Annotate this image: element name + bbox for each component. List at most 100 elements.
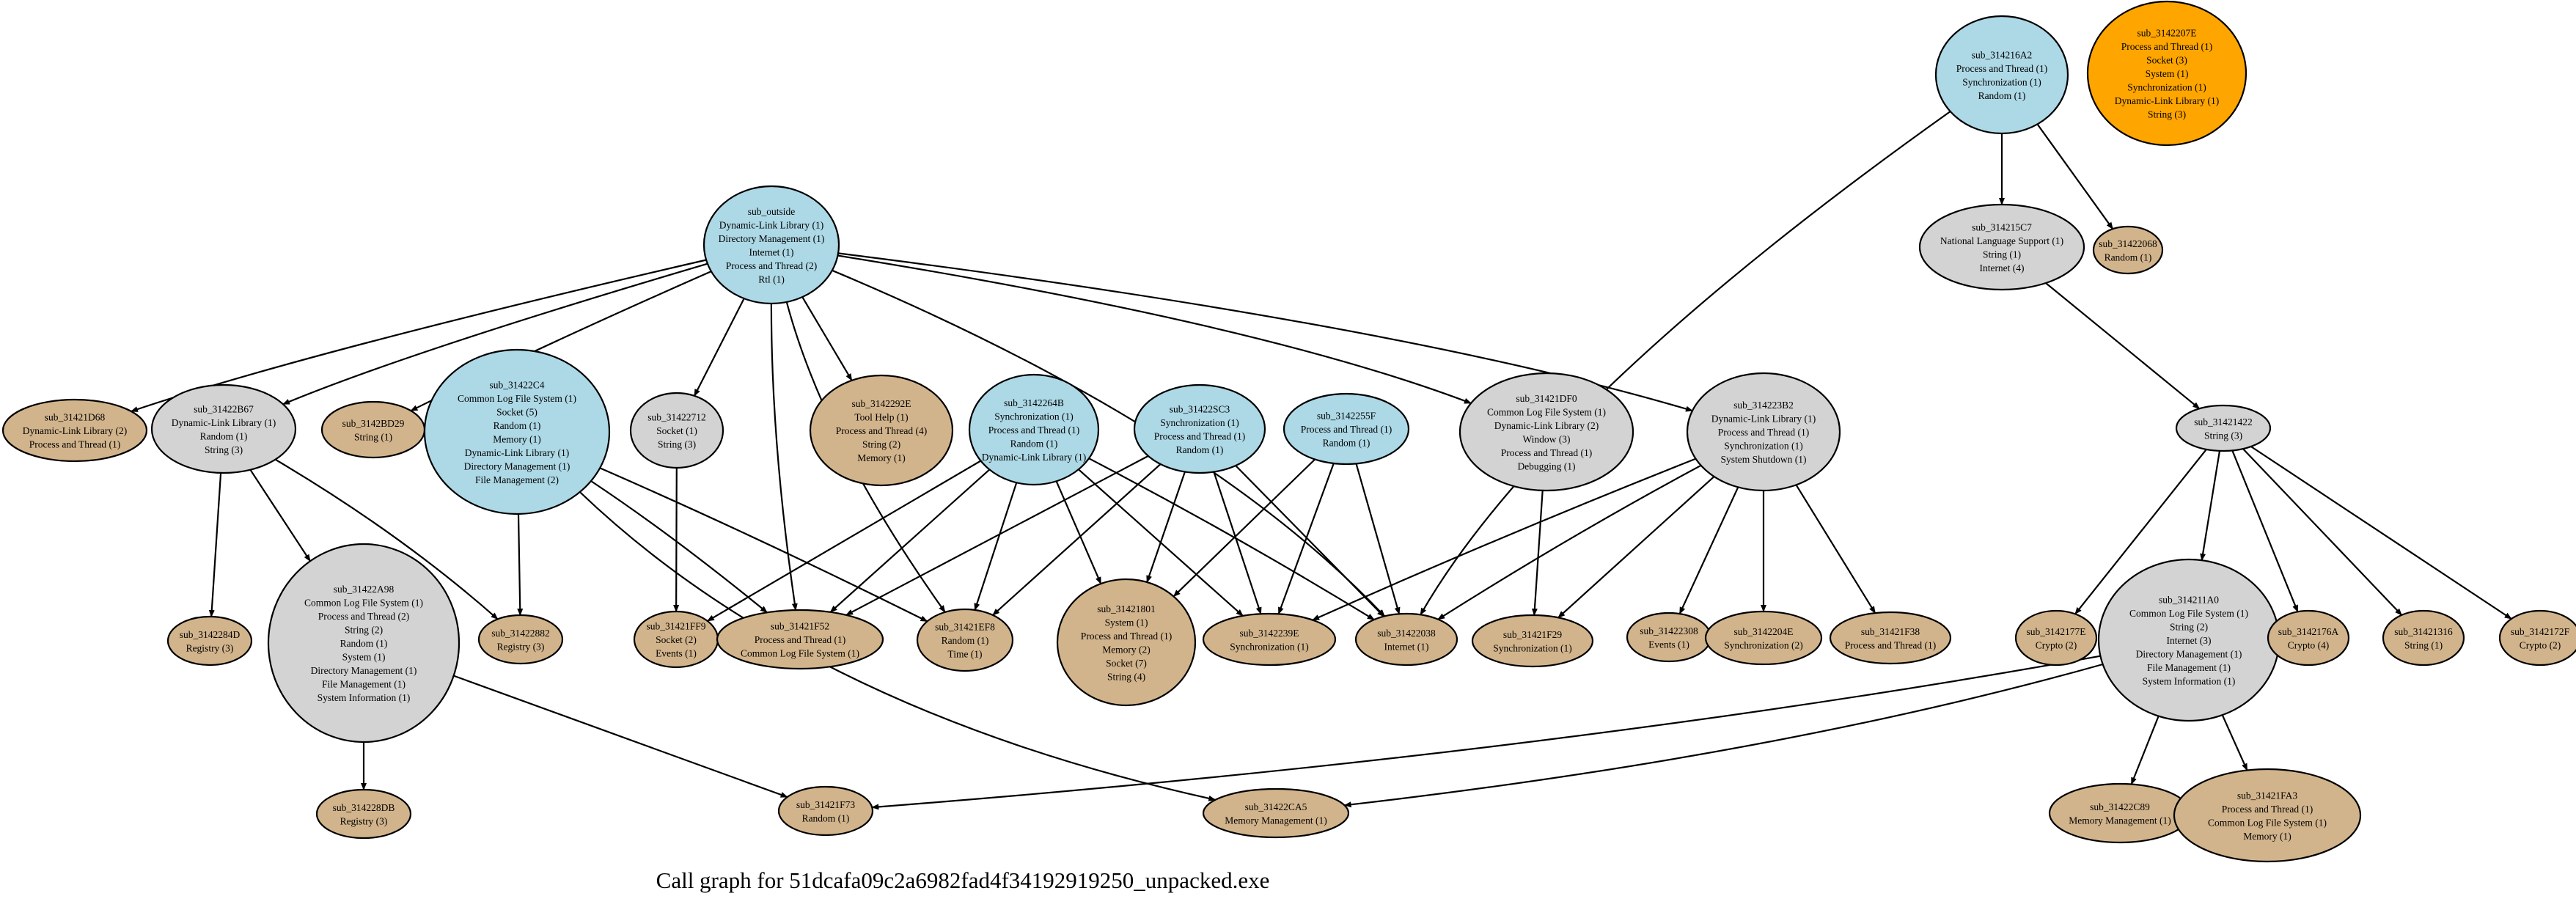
node-api-category: Process and Thread (1) — [1301, 424, 1392, 435]
node-api-category: Internet (1) — [1384, 641, 1428, 652]
node-api-category: Process and Thread (1) — [1956, 63, 2048, 74]
node-function-name: sub_31421F38 — [1861, 626, 1920, 637]
node-api-category: Synchronization (1) — [2127, 82, 2206, 93]
edge-sub_314223B2-to-sub_3142239E — [1312, 458, 1697, 621]
node-function-name: sub_31421316 — [2394, 626, 2453, 637]
edge-sub_314211A0-to-sub_31421F73 — [871, 655, 2101, 810]
node-ellipse — [1133, 383, 1266, 474]
edge-sub_31422C4-to-sub_31421EF8 — [599, 467, 928, 623]
node-api-category: File Management (2) — [475, 474, 559, 485]
node-function-name: sub_314223B2 — [1733, 400, 1794, 411]
node-ellipse — [2498, 609, 2576, 667]
edge-sub_outside-to-sub_31421F52 — [770, 303, 798, 612]
node-ellipse — [1, 398, 148, 463]
node-function-name: sub_31421801 — [1097, 603, 1156, 614]
node-api-category: System (1) — [1105, 617, 1148, 628]
edge-sub_314215C7-to-sub_31421422 — [2045, 282, 2201, 410]
node-api-category: Synchronization (1) — [1230, 641, 1309, 652]
node-api-category: Registry (3) — [186, 642, 234, 653]
node-function-name: sub_31422308 — [1640, 625, 1698, 636]
node-ellipse — [1686, 372, 1841, 492]
node-api-category: Memory (1) — [857, 452, 906, 463]
node-api-category: Directory Management (1) — [311, 665, 417, 676]
node-api-category: Common Log File System (1) — [304, 598, 423, 609]
node-api-category: Socket (2) — [656, 634, 697, 645]
node-api-category: Dynamic-Link Library (2) — [23, 425, 127, 436]
edge-sub_31422C4-to-sub_31421F52 — [590, 480, 768, 614]
node-api-category: Rtl (1) — [758, 273, 785, 284]
node-api-category: Tool Help (1) — [854, 412, 908, 423]
node-api-category: Crypto (4) — [2288, 639, 2330, 650]
node-function-name: sub_31421EF8 — [935, 622, 995, 633]
node-api-category: Dynamic-Link Library (1) — [172, 417, 276, 428]
node-api-category: Random (1) — [1323, 438, 1370, 449]
node-ellipse — [2086, 0, 2247, 147]
node-function-name: sub_31422SC3 — [1170, 403, 1230, 414]
node-ellipse — [716, 609, 884, 670]
node-api-category: Dynamic-Link Library (2) — [1494, 420, 1599, 431]
node-ellipse — [423, 348, 611, 515]
node-api-category: Common Log File System (1) — [2129, 608, 2248, 619]
edge-sub_3142264B-to-sub_31421FF9 — [706, 460, 982, 622]
edge-sub_31422SC3-to-sub_31421EF8 — [992, 463, 1162, 616]
node-function-name: sub_31421FA3 — [2237, 790, 2298, 801]
edge-sub_31421422-to-sub_3142172F — [2250, 446, 2512, 620]
edge-sub_314211A0-to-sub_31422CA5 — [1343, 663, 2103, 808]
edge-sub_3142264B-to-sub_31421F52 — [829, 469, 991, 613]
node-ellipse — [2175, 404, 2272, 452]
node-ellipse — [1829, 611, 1952, 665]
edge-sub_31422B67-to-sub_3142284D — [208, 472, 222, 617]
node-function-name: sub_3142264B — [1004, 397, 1064, 408]
node-function-name: sub_31422C89 — [2090, 801, 2150, 812]
node-ellipse — [1458, 372, 1634, 492]
node-api-category: Process and Thread (1) — [1718, 427, 1810, 438]
node-api-category: Random (1) — [2105, 251, 2152, 262]
call-edges — [130, 111, 2512, 810]
node-ellipse — [2014, 609, 2098, 667]
node-api-category: Crypto (2) — [2036, 639, 2077, 650]
node-function-name: sub_3142204E — [1734, 626, 1794, 637]
node-api-category: Synchronization (2) — [1724, 639, 1803, 650]
node-api-category: Process and Thread (1) — [2222, 804, 2313, 815]
edge-sub_31422SC3-to-sub_31421801 — [1146, 471, 1186, 583]
node-api-category: Dynamic-Link Library (1) — [719, 219, 823, 230]
node-api-category: Socket (1) — [656, 425, 697, 436]
node-api-category: Common Log File System (1) — [2208, 817, 2327, 828]
node-function-name: sub_31421DF0 — [1516, 393, 1577, 404]
node-api-category: String (2) — [345, 625, 383, 636]
node-api-category: Random (1) — [340, 638, 388, 649]
node-api-category: Events (1) — [1648, 639, 1689, 650]
node-sub_3142264B: sub_3142264B Synchronization (1) Process a… — [968, 373, 1100, 486]
node-api-category: Events (1) — [656, 648, 697, 659]
node-ellipse — [1202, 787, 1350, 839]
node-api-category: Memory Management (1) — [2069, 815, 2170, 826]
edge-sub_31422712-to-sub_31421FF9 — [673, 467, 680, 612]
node-api-category: System (1) — [2146, 68, 2189, 79]
node-api-category: String (3) — [205, 444, 243, 455]
node-ellipse — [777, 785, 874, 837]
node-api-category: Random (1) — [1176, 444, 1224, 455]
node-ellipse — [1626, 612, 1712, 663]
node-api-category: Process and Thread (1) — [988, 425, 1080, 436]
node-api-category: Synchronization (1) — [994, 411, 1074, 422]
node-api-category: File Management (1) — [322, 679, 406, 690]
edge-sub_31422SC3-to-sub_31422038 — [1235, 465, 1384, 617]
edge-sub_314216A2-to-sub_31422038 — [1420, 111, 1951, 616]
node-api-category: Directory Management (1) — [464, 460, 570, 471]
node-ellipse — [166, 615, 253, 667]
node-api-category: String (1) — [2404, 639, 2443, 650]
node-api-category: Memory (2) — [1102, 644, 1151, 655]
edge-sub_314211A0-to-sub_31422C89 — [2130, 716, 2159, 785]
